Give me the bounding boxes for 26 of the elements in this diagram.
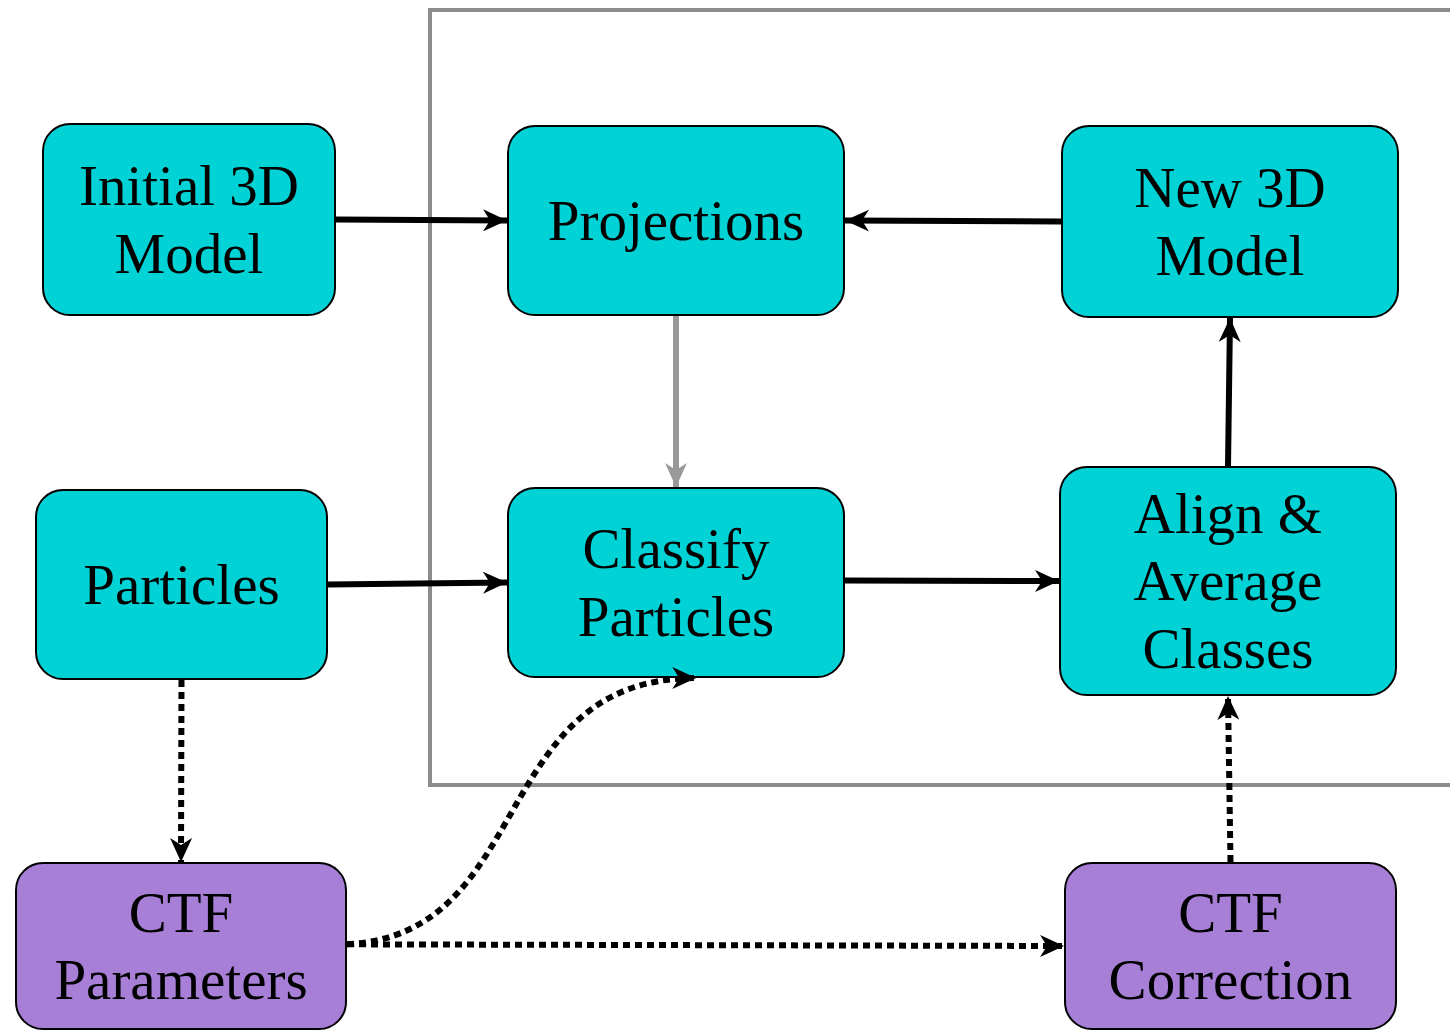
process-box — [35, 489, 328, 680]
arrow — [845, 209, 1061, 232]
process-box — [1064, 862, 1397, 1030]
process-box — [1061, 125, 1399, 318]
node-text: CTF Parameters — [53, 879, 309, 1013]
dotted-arrow — [170, 680, 193, 862]
arrow — [1218, 317, 1241, 467]
node-text: Projections — [547, 187, 805, 254]
node-text: Classify Particles — [576, 516, 776, 650]
frame-border — [428, 8, 1450, 787]
process-box — [507, 487, 845, 678]
node-text: Particles — [83, 551, 280, 618]
arrow — [845, 569, 1059, 592]
node-text: Align & Average Classes — [1132, 481, 1324, 682]
node-text: Initial 3D Model — [77, 153, 300, 287]
arrow — [335, 209, 508, 232]
node-text: New 3D Model — [1133, 155, 1327, 289]
process-box — [507, 125, 845, 316]
dotted-arrow — [1217, 695, 1240, 863]
dotted-arrow — [347, 934, 1064, 957]
process-box — [1059, 466, 1397, 696]
process-box — [15, 862, 347, 1030]
node-text: CTF Correction — [1107, 879, 1354, 1013]
arrow — [665, 316, 687, 487]
process-box — [42, 123, 336, 316]
arrow — [327, 571, 508, 594]
